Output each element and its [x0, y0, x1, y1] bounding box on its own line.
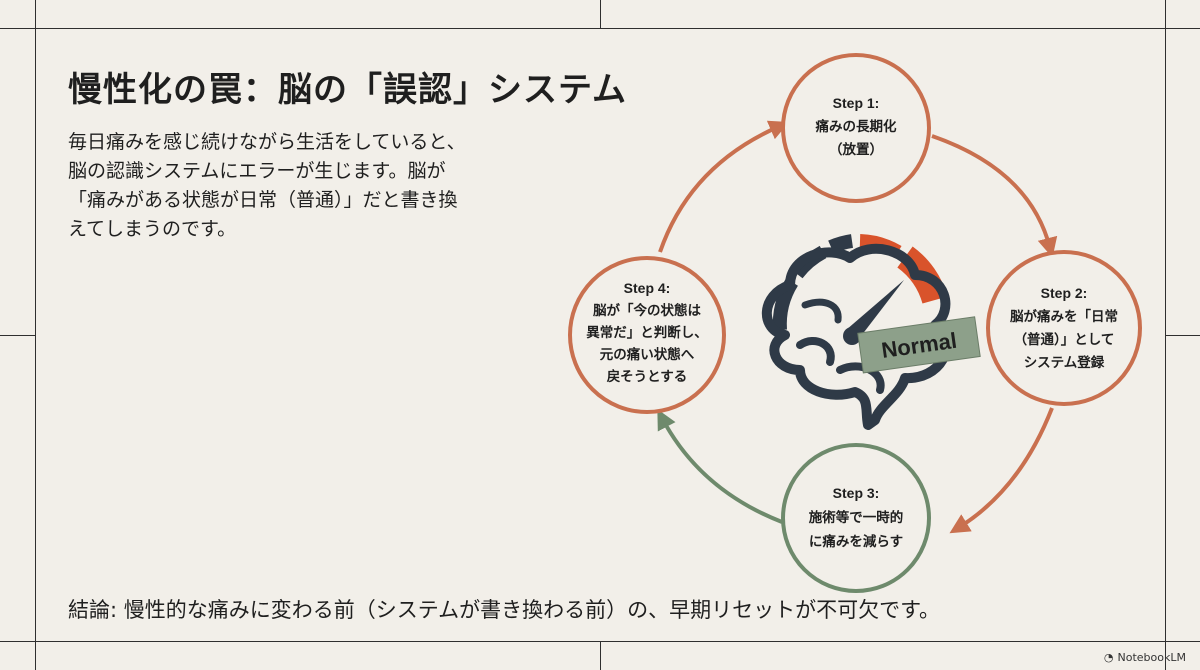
step-4-title: Step 4:: [624, 280, 671, 296]
gauge-needle: [846, 280, 904, 340]
body-line: えてしまうのです。: [68, 218, 237, 240]
step-3-line: 施術等で一時的: [809, 509, 904, 526]
step-2-line: システム登録: [1024, 354, 1105, 371]
grid-line-left-tick: [0, 335, 35, 336]
step-4-line: 異常だ」と判断し、: [586, 324, 708, 341]
body-line: 脳の認識システムにエラーが生じます。脳が: [68, 160, 446, 182]
step-4-line: 戻そうとする: [607, 368, 688, 385]
arrow-step4-to-step1: [658, 120, 790, 253]
body-text: 毎日痛みを感じ続けながら生活をしていると、 脳の認識システムにエラーが生じます。…: [68, 128, 588, 244]
normal-tag-box: [857, 316, 981, 374]
step-3-node: Step 3: 施術等で一時的 に痛みを減らす: [781, 443, 931, 593]
grid-line-top-tick: [600, 0, 601, 28]
grid-line-left: [35, 0, 36, 670]
gauge-hub: [843, 327, 861, 345]
step-4-line: 元の痛い状態へ: [600, 346, 695, 363]
body-line: 「痛みがある状態が日常（普通）」だと書き換: [68, 189, 458, 211]
step-2-circle: [986, 250, 1142, 406]
step-1-circle: [781, 53, 931, 203]
brain-fold: [796, 337, 835, 366]
step-2-node: Step 2: 脳が痛みを「日常 （普通）」として システム登録: [986, 250, 1142, 406]
step-2-title: Step 2:: [1041, 285, 1088, 301]
notebooklm-icon: ◔: [1103, 651, 1114, 664]
normal-tag: Normal: [857, 316, 981, 374]
step-4-node: Step 4: 脳が「今の状態は 異常だ」と判断し、 元の痛い状態へ 戻そうとす…: [568, 256, 726, 414]
grid-line-bottom-tick: [600, 641, 601, 670]
step-3-circle: [781, 443, 931, 593]
grid-line-right-tick: [1165, 335, 1200, 336]
body-line: 毎日痛みを感じ続けながら生活をしていると、: [68, 131, 466, 153]
conclusion-text: 結論: 慢性的な痛みに変わる前（システムが書き換わる前）の、早期リセットが不可欠…: [68, 598, 941, 622]
step-1-title: Step 1:: [833, 95, 880, 111]
step-1-line: 痛みの長期化: [815, 118, 897, 135]
gauge-segment: [828, 234, 854, 254]
step-3-title: Step 3:: [833, 485, 880, 501]
step-2-line: 脳が痛みを「日常: [1010, 308, 1118, 325]
step-4-line: 脳が「今の状態は: [593, 302, 701, 319]
arrow-step1-to-step2: [931, 134, 1058, 258]
grid-line-top: [0, 28, 1200, 29]
arrow-step3-to-step4: [657, 409, 783, 524]
step-1-line: （放置）: [829, 141, 883, 158]
page-title: 慢性化の罠：脳の「誤認」システム: [68, 70, 627, 110]
step-4-circle: [568, 256, 726, 414]
step-3-line: に痛みを減らす: [809, 533, 903, 550]
arrow-step2-to-step3: [949, 407, 1054, 534]
brain-fold: [801, 298, 842, 324]
brand-logo: ◔ NotebookLM: [1104, 651, 1186, 664]
step-1-node: Step 1: 痛みの長期化 （放置）: [781, 53, 931, 203]
step-2-line: （普通）」として: [1014, 331, 1115, 348]
brain-gauge-icon: Normal: [761, 234, 981, 430]
brand-label: NotebookLM: [1117, 651, 1186, 664]
